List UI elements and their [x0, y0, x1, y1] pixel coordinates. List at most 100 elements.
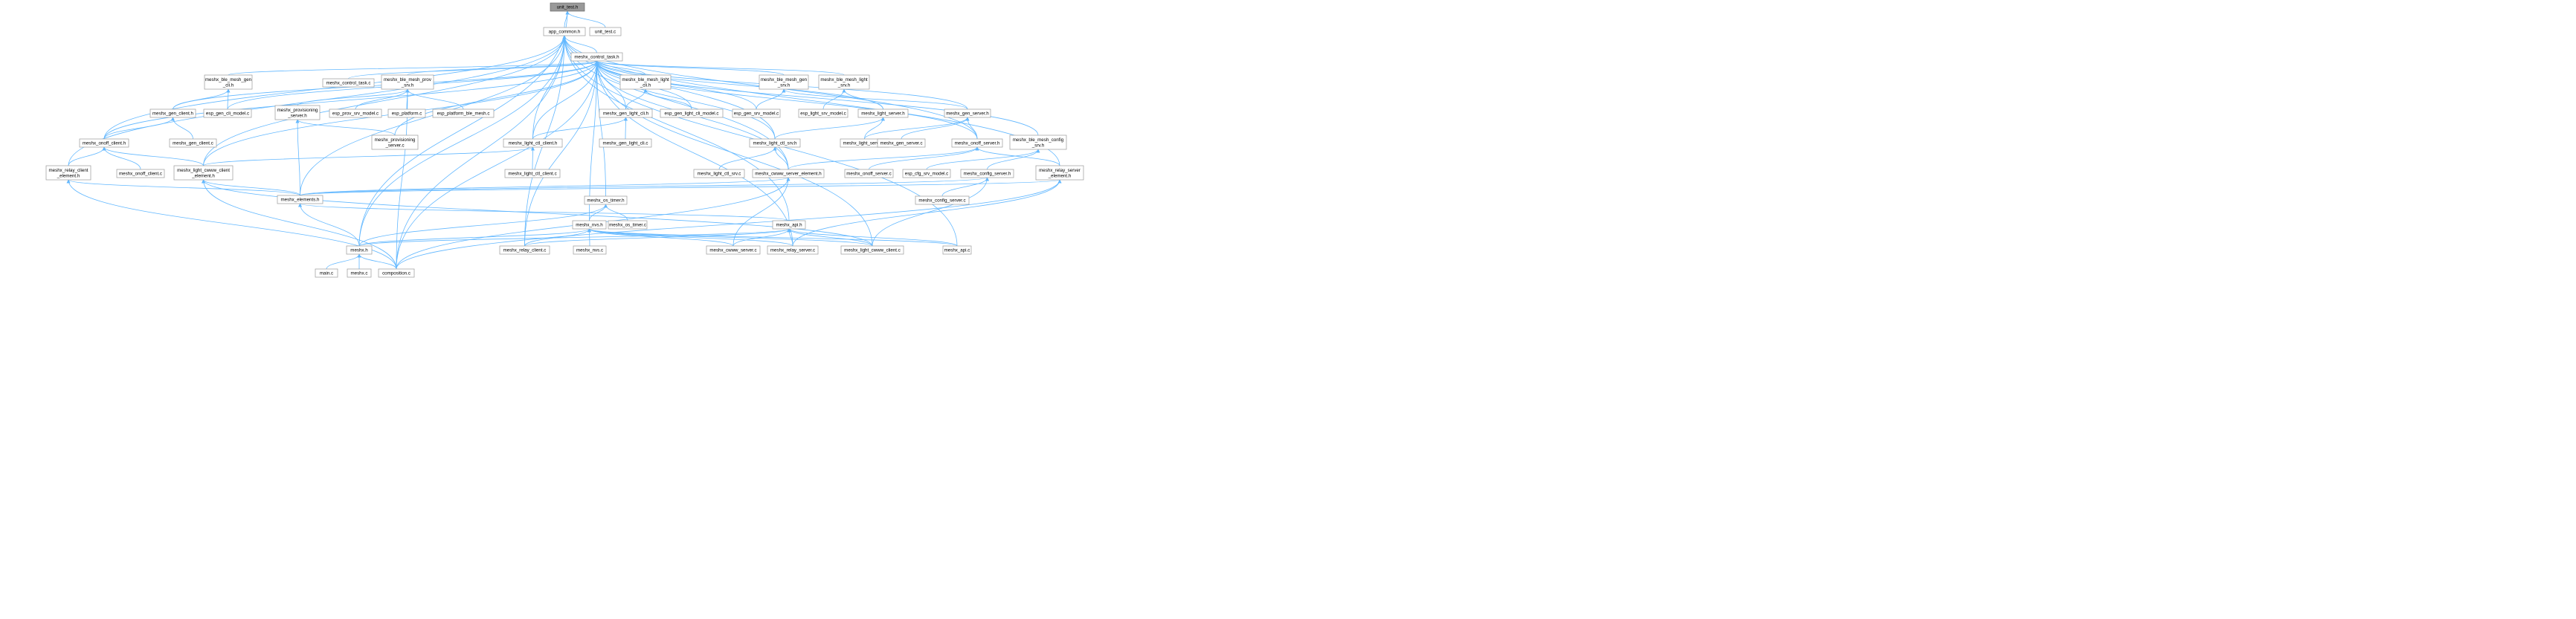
edge-meshx_h-to-app_common_h	[358, 35, 567, 247]
node-label: meshx_ble_mesh_gen	[205, 77, 252, 82]
node-cwww-server-element-h[interactable]: meshx_cwww_server_element.h	[752, 169, 825, 178]
node-onoff-server-h[interactable]: meshx_onoff_server.h	[951, 138, 1003, 148]
edge-gen_srv_model_c-to-control_task_h	[595, 60, 757, 110]
node-meshx-h[interactable]: meshx.h	[346, 245, 373, 255]
edge-platform_ble_mesh_c-to-ble_mesh_prov_srv_h	[405, 88, 464, 110]
node-label: esp_light_srv_model.c	[800, 111, 846, 117]
node-gen-srv-model-c[interactable]: esp_gen_srv_model.c	[732, 108, 781, 118]
node-ble-mesh-light-cli-h[interactable]: meshx_ble_mesh_light_cli.h	[619, 74, 672, 90]
node-control-task-h[interactable]: meshx_control_task.h	[570, 52, 623, 62]
node-light-srv-model-c[interactable]: esp_light_srv_model.c	[798, 108, 849, 118]
node-light-ctl-client-c[interactable]: meshx_light_ctl_client.c	[504, 169, 561, 178]
node-light-cwww-client-element-h[interactable]: meshx_light_cwww_client_element.h	[173, 165, 234, 181]
node-onoff-client-c[interactable]: meshx_onoff_client.c	[116, 169, 165, 178]
node-platform-c[interactable]: esp_platform.c	[387, 108, 426, 118]
edge-api_h-to-elements_h	[298, 203, 790, 221]
node-unit-test-c[interactable]: unit_test.c	[589, 27, 622, 36]
node-config-server-h[interactable]: meshx_config_server.h	[960, 169, 1014, 178]
edge-cwww_server_c-to-cwww_server_element_h	[732, 177, 790, 247]
node-light-ctl-srv-h[interactable]: meshx_light_ctl_srv.h	[749, 138, 801, 148]
node-ble-mesh-config-srv-h[interactable]: meshx_ble_mesh_config_srv.h	[1009, 135, 1067, 150]
node-light-cwww-client-c[interactable]: meshx_light_cwww_client.c	[840, 245, 904, 255]
node-ble-mesh-gen-cli-h[interactable]: meshx_ble_mesh_gen_cli.h	[204, 74, 253, 90]
edge-gen_client_h-to-ble_mesh_gen_cli_h	[173, 88, 231, 110]
node-ble-mesh-light-srv-h[interactable]: meshx_ble_mesh_light_srv.h	[818, 74, 870, 90]
node-label: meshx_ble_mesh_prov	[384, 77, 432, 82]
node-label: meshx_onoff_client.c	[119, 172, 162, 177]
node-unit-test-h[interactable]: unit_test.h	[550, 2, 585, 12]
node-label: meshx_relay_server	[1039, 168, 1081, 173]
node-app-common-h[interactable]: app_common.h	[543, 27, 586, 36]
node-label: meshx_provisioning	[375, 137, 416, 143]
edge-os_timer_c-to-os_timer_h	[604, 204, 628, 221]
node-box	[315, 268, 338, 278]
node-api-c[interactable]: meshx_api.c	[942, 245, 972, 255]
node-platform-ble-mesh-c[interactable]: esp_platform_ble_mesh.c	[432, 108, 495, 118]
node-gen-light-cli-c[interactable]: meshx_gen_light_cli.c	[599, 138, 652, 148]
node-label: meshx_gen_light_cli.h	[603, 111, 649, 117]
node-label: unit_test.h	[557, 5, 579, 10]
node-ble-mesh-gen-srv-h[interactable]: meshx_ble_mesh_gen_srv.h	[759, 74, 809, 90]
edge-gen_light_cli_model_c-to-ble_mesh_light_cli_h	[643, 88, 692, 110]
node-relay-client-c[interactable]: meshx_relay_client.c	[499, 245, 550, 255]
node-main-c[interactable]: main.c	[315, 268, 338, 278]
node-box	[347, 268, 372, 278]
node-gen-light-cli-model-c[interactable]: esp_gen_light_cli_model.c	[660, 108, 724, 118]
node-box	[772, 220, 806, 230]
node-gen-client-c[interactable]: meshx_gen_client.c	[169, 138, 217, 148]
edge-relay_server_element_h-to-onoff_server_h	[975, 146, 1060, 166]
node-gen-server-c[interactable]: meshx_gen_server.c	[877, 138, 926, 148]
node-prov-srv-model-c[interactable]: esp_prov_srv_model.c	[329, 108, 382, 118]
node-box	[759, 74, 809, 90]
node-gen-light-cli-h[interactable]: meshx_gen_light_cli.h	[599, 108, 653, 118]
node-cfg-srv-model-c[interactable]: esp_cfg_srv_model.c	[902, 169, 951, 178]
edge-light_ctl_client_c-to-light_ctl_client_h	[531, 146, 535, 170]
node-gen-cli-model-c[interactable]: esp_gen_cli_model.c	[203, 108, 252, 118]
node-onoff-server-c[interactable]: meshx_onoff_server.c	[844, 169, 894, 178]
node-relay-server-c[interactable]: meshx_relay_server.c	[767, 245, 819, 255]
edge-main_c-to-meshx_h	[326, 253, 361, 270]
node-config-server-c[interactable]: meshx_config_server.c	[915, 195, 970, 205]
node-onoff-client-h[interactable]: meshx_onoff_client.h	[79, 138, 129, 148]
edge-relay_client_c-to-control_task_h	[524, 60, 599, 247]
node-box	[203, 108, 252, 118]
edge-onoff_server_h-to-control_task_h	[595, 60, 978, 140]
node-control-task-c[interactable]: meshx_control_task.c	[322, 78, 375, 88]
node-elements-h[interactable]: meshx_elements.h	[277, 195, 323, 204]
node-nvs-h[interactable]: meshx_nvs.h	[572, 220, 607, 230]
node-gen-server-h[interactable]: meshx_gen_server.h	[944, 108, 991, 118]
node-label: meshx_light_ctl_client.c	[508, 172, 556, 177]
node-cwww-server-c[interactable]: meshx_cwww_server.c	[706, 245, 761, 255]
node-os-timer-c[interactable]: meshx_os_timer.c	[608, 220, 648, 230]
edge-relay_client_element_h-to-onoff_client_h	[68, 146, 106, 166]
node-gen-client-h[interactable]: meshx_gen_client.h	[149, 108, 196, 118]
node-light-server-h[interactable]: meshx_light_server.h	[857, 108, 909, 118]
node-relay-client-element-h[interactable]: meshx_relay_client_element.h	[45, 165, 91, 181]
node-prov-server-h[interactable]: meshx_provisioning_server.h	[274, 105, 321, 120]
node-meshx-c[interactable]: meshx.c	[347, 268, 372, 278]
node-api-h[interactable]: meshx_api.h	[772, 220, 806, 230]
node-nvs-c[interactable]: meshx_nvs.c	[573, 245, 607, 255]
edge-ble_mesh_light_srv_h-to-control_task_h	[595, 60, 845, 76]
edge-composition_c-to-app_common_h	[396, 35, 567, 270]
edge-elements_h-to-light_cwww_client_element_h	[202, 179, 300, 196]
node-label: meshx_relay_client.c	[503, 248, 547, 253]
edge-gen_srv_model_c-to-ble_mesh_gen_srv_h	[756, 88, 786, 110]
node-box	[857, 108, 909, 118]
node-composition-c[interactable]: composition.c	[378, 268, 415, 278]
node-label: meshx_ble_mesh_gen	[761, 77, 808, 82]
node-prov-server-c[interactable]: meshx_provisioning_server.c	[371, 135, 419, 150]
node-label: meshx_light_cwww_client	[177, 168, 230, 173]
node-box	[173, 165, 234, 181]
node-ble-mesh-prov-srv-h[interactable]: meshx_ble_mesh_prov_srv.h	[381, 74, 434, 90]
node-label: meshx_gen_light_cli.c	[603, 141, 648, 146]
node-light-ctl-srv-c[interactable]: meshx_light_ctl_srv.c	[693, 169, 745, 178]
node-os-timer-h[interactable]: meshx_os_timer.h	[584, 195, 628, 205]
node-relay-server-element-h[interactable]: meshx_relay_server_element.h	[1035, 165, 1084, 181]
node-light-ctl-client-h[interactable]: meshx_light_ctl_client.h	[503, 138, 563, 148]
edge-gen_light_cli_c-to-gen_light_cli_h	[624, 117, 628, 140]
edge-light_server_c-to-light_server_h	[864, 117, 885, 140]
node-label: meshx_config_server.h	[964, 172, 1011, 177]
edge-ble_mesh_prov_srv_h-to-control_task_h	[407, 60, 599, 76]
